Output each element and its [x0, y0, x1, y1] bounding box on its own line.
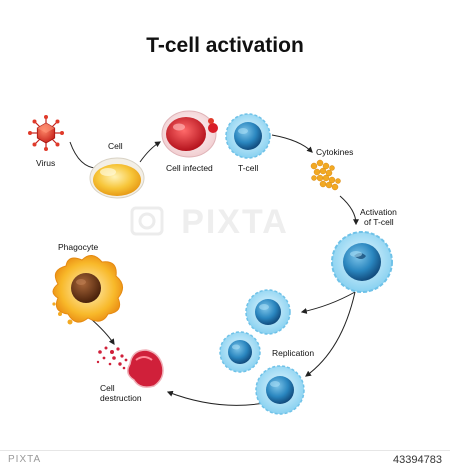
label-phagocyte: Phagocyte [58, 242, 99, 252]
infected-cell-icon [161, 110, 218, 158]
label-cell-destruction-line1: Cell [100, 383, 115, 393]
label-virus: Virus [36, 158, 56, 168]
watermark-text: PIXTA [181, 203, 289, 241]
label-cell-destruction-line2: destruction [100, 393, 142, 403]
footer-logo: PIXTA [8, 454, 42, 465]
arrow-tcell-to-cytokines [271, 134, 313, 153]
t-cell-icon [225, 113, 271, 159]
label-cytokines: Cytokines [316, 147, 354, 157]
replicated-t-cell-icon [219, 331, 261, 373]
label-cell-infected: Cell infected [166, 163, 213, 173]
watermark-logo [130, 206, 164, 236]
label-t-cell: T-cell [238, 163, 259, 173]
arrow-virus-to-cell [69, 141, 102, 172]
cytokines-icon [310, 159, 341, 191]
footer-bar: PIXTA 43394783 [0, 450, 450, 470]
phagocyte-icon [52, 255, 123, 325]
label-cell: Cell [108, 141, 123, 151]
arrow-cell-to-infected [139, 141, 162, 163]
arrow-activation-to-bottom-clone [305, 291, 356, 377]
flow-arrows [69, 134, 359, 406]
healthy-cell-icon [89, 157, 145, 199]
label-replication: Replication [272, 348, 315, 358]
label-activation: Activation of T-cell [360, 207, 397, 227]
activated-t-cell-icon [331, 231, 393, 293]
label-cell-destruction: Cell destruction [100, 383, 142, 403]
arrow-activation-to-top-clone [300, 291, 356, 314]
footer-image-id: 43394783 [393, 454, 442, 466]
arrow-phagocyte-to-destruction [89, 317, 115, 345]
arrow-clone-to-destruction [166, 390, 271, 406]
arrow-cytokines-to-activation [339, 195, 359, 226]
label-activation-line2: of T-cell [364, 217, 394, 227]
virus-icon [28, 115, 64, 151]
replicated-t-cell-icon [255, 365, 305, 415]
replicated-t-cell-icon [245, 289, 291, 335]
label-activation-line1: Activation [360, 207, 397, 217]
page-title: T-cell activation [146, 34, 304, 57]
cell-destruction-icon [96, 346, 164, 388]
